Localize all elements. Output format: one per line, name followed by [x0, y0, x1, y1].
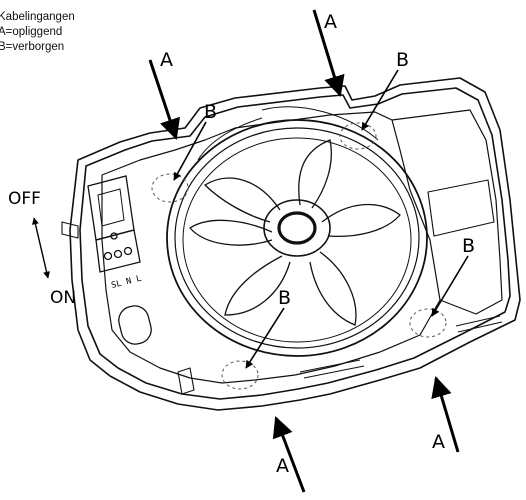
leader-b-right — [431, 255, 469, 317]
leader-b-top-right — [361, 69, 399, 131]
arrow-a-bottom-right — [431, 375, 460, 453]
switch-arrow — [32, 217, 50, 279]
terminal-label: SL N L — [110, 274, 142, 291]
legend-line-b: B=verborgen — [0, 41, 65, 53]
legend-line-a: A=opliggend — [0, 26, 63, 38]
hidden-entry-top-left — [151, 173, 189, 203]
callout-b-top-right: B — [396, 49, 410, 71]
callout-a-bottom-right: A — [432, 431, 445, 453]
leader-b-top-left — [173, 121, 207, 181]
hidden-entry-bottom — [221, 360, 259, 390]
arrow-a-top-left — [148, 59, 180, 140]
callout-b-bottom: B — [278, 287, 292, 309]
arrows-a — [148, 9, 460, 493]
fan-ring — [166, 119, 428, 357]
leaders-b — [173, 69, 469, 369]
callout-a-bottom: A — [276, 455, 289, 477]
arrow-a-top — [312, 9, 345, 98]
arrow-a-bottom — [272, 416, 306, 493]
hidden-entries — [151, 122, 447, 390]
hidden-entry-right — [409, 308, 447, 338]
callout-a-top-left: A — [160, 49, 173, 71]
housing — [61, 77, 521, 411]
hidden-entry-top-right — [339, 122, 377, 150]
legend-title: Kabelingangen — [0, 11, 75, 23]
callout-b-top-left: B — [204, 101, 218, 123]
fan-hub — [263, 199, 331, 257]
switch-off-label: OFF — [8, 189, 41, 209]
leader-b-bottom — [245, 307, 285, 369]
fan-blades — [189, 106, 401, 326]
callout-a-top: A — [324, 11, 337, 33]
terminal-block — [87, 175, 152, 345]
switch-on-label: ON — [50, 288, 77, 308]
callout-b-right: B — [462, 235, 476, 257]
